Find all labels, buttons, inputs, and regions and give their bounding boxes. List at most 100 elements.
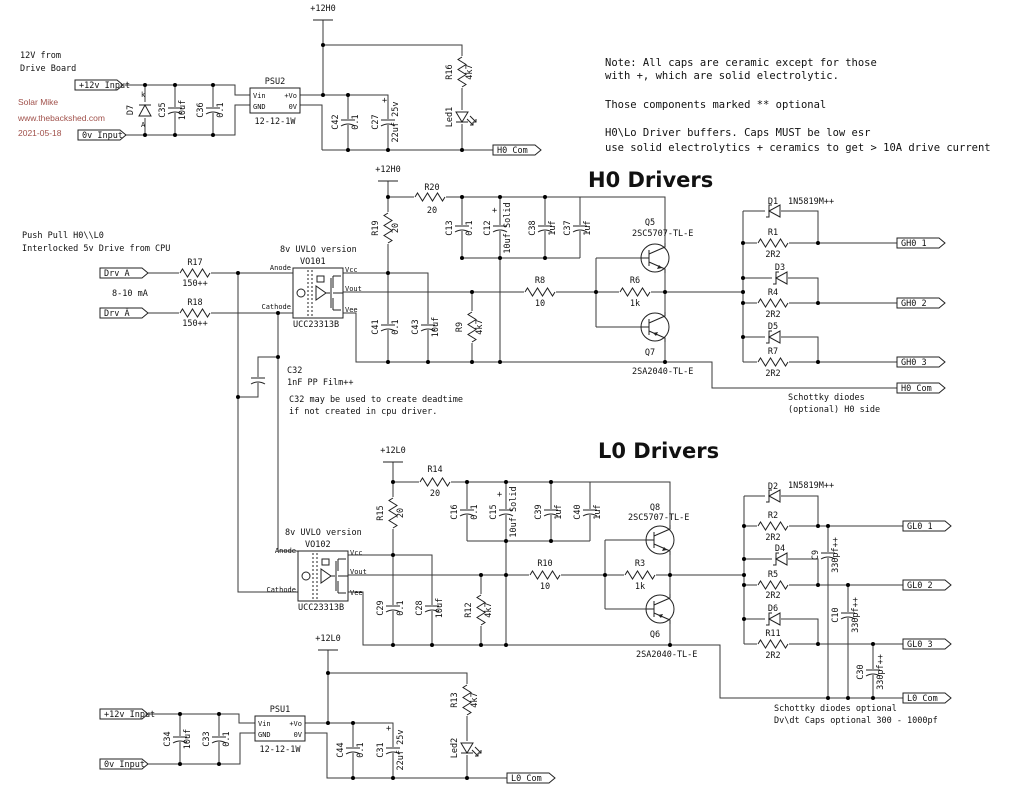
- diode-D7: [138, 102, 152, 118]
- pin-vo: +Vo: [289, 720, 302, 728]
- ref-C39: C39: [534, 504, 544, 519]
- ref-R15: R15: [376, 505, 386, 520]
- mask: [211, 736, 227, 742]
- capacitor-plate-curved: [385, 609, 401, 613]
- junction-dot: [846, 583, 850, 587]
- value-C15: 10uf Solid: [509, 486, 519, 537]
- pin-vcc: Vcc: [350, 549, 363, 557]
- resistor-zigzag: [179, 268, 211, 278]
- junction-dot: [470, 290, 474, 294]
- buffer-triangle-icon: [315, 285, 327, 301]
- port-gh0-1-label: GH0_1: [901, 239, 927, 249]
- mask: [385, 605, 401, 611]
- watermark-site: www.thebackshed.com: [17, 113, 105, 123]
- junction-dot: [543, 256, 547, 260]
- pin-vout: Vout: [345, 285, 362, 293]
- port-shape: [902, 520, 952, 532]
- junction-dot: [741, 335, 745, 339]
- ref-C34: C34: [163, 731, 173, 746]
- pin-vo: +Vo: [284, 92, 297, 100]
- ref-R2: R2: [768, 511, 778, 521]
- ref-C12: C12: [483, 220, 493, 235]
- value-C40: 1uf: [593, 504, 603, 519]
- value-C36: 0.1: [216, 102, 226, 117]
- capacitor-C27: [380, 119, 396, 127]
- value-R11: 2R2: [765, 651, 780, 661]
- capacitor-C13: [454, 225, 470, 233]
- resistor-R1: [757, 238, 789, 248]
- note-line: with +, which are solid electrolytic.: [605, 70, 839, 82]
- port-l0-com-label: L0_Com: [907, 694, 938, 704]
- capacitor-C32: [250, 377, 266, 385]
- junction-dot: [816, 301, 820, 305]
- pin-cathode: Cathode: [261, 303, 291, 311]
- capacitor-C35: [167, 107, 183, 115]
- port-0v-input-top-label: 0v_Input: [82, 131, 123, 141]
- note-line: Note: All caps are ceramic except for th…: [605, 57, 877, 69]
- capacitor-C15: [498, 509, 514, 517]
- junction-dot: [211, 83, 215, 87]
- pin-vee: Vee: [345, 306, 358, 314]
- value-C43: 10uf: [431, 317, 441, 337]
- junction-dot: [391, 480, 395, 484]
- resistor-R8: [524, 287, 556, 297]
- junction-dot: [143, 83, 147, 87]
- junction-dot: [479, 643, 483, 647]
- pin-vout: Vout: [350, 568, 367, 576]
- value-Q6: 2SA2040-TL-E: [636, 650, 697, 660]
- ref-C13: C13: [445, 220, 455, 235]
- wire: [348, 591, 903, 699]
- value-C39: 1uf: [554, 504, 564, 519]
- schottky-note: Schottky diodes optional: [774, 704, 897, 714]
- junction-dot: [498, 195, 502, 199]
- capacitor-C44: [345, 747, 361, 755]
- title-h0-drivers: H0 Drivers: [588, 168, 713, 192]
- resistor-zigzag: [476, 594, 486, 626]
- capacitor-plate-curved: [840, 616, 856, 620]
- capacitor-plate-curved: [211, 740, 227, 744]
- port-shape: [896, 356, 946, 368]
- resistor-zigzag: [757, 521, 789, 531]
- mask: [543, 509, 559, 515]
- port-12v-input-bot-label: +12v_Input: [104, 710, 155, 720]
- junction-dot: [742, 617, 746, 621]
- collector-lead: [648, 243, 666, 255]
- value-R18: 150++: [182, 319, 208, 329]
- junction-dot: [479, 573, 483, 577]
- ref-D6: D6: [768, 604, 778, 614]
- port-shape: [902, 579, 952, 591]
- diode-D1: [765, 204, 781, 218]
- wire: [343, 312, 897, 389]
- pin-0v: 0V: [294, 731, 303, 739]
- output-stage: [331, 558, 348, 594]
- mask: [340, 119, 356, 125]
- ref-R10: R10: [537, 559, 552, 569]
- value-C10: 330pf++: [851, 597, 861, 633]
- junction-dot: [346, 93, 350, 97]
- junction-dot: [465, 480, 469, 484]
- ref-C27: C27: [371, 114, 381, 129]
- schottky-bar: [773, 271, 779, 285]
- ref-R6: R6: [630, 276, 640, 286]
- opto-part: UCC23313B: [293, 320, 339, 330]
- resistor-R9: [467, 311, 477, 343]
- source-note: Drive Board: [20, 64, 76, 74]
- resistor-R18: [179, 308, 211, 318]
- junction-dot: [236, 395, 240, 399]
- ref-D3: D3: [775, 263, 785, 273]
- port-l0-com-bot: [506, 772, 556, 784]
- junction-dot: [326, 671, 330, 675]
- resistor-R19: [383, 212, 393, 244]
- resistor-R16: [457, 56, 467, 88]
- mask: [380, 119, 396, 125]
- polarity-mark: +: [386, 724, 391, 734]
- capacitor-C16: [459, 509, 475, 517]
- junction-dot: [504, 539, 508, 543]
- wire: [237, 273, 298, 593]
- watermark-date: 2021-05-18: [18, 128, 62, 138]
- diode-D5: [765, 330, 781, 344]
- mask: [459, 509, 475, 515]
- emitter-lead: [648, 261, 666, 273]
- capacitor-C43: [420, 324, 436, 332]
- psu-ref: PSU1: [270, 705, 290, 715]
